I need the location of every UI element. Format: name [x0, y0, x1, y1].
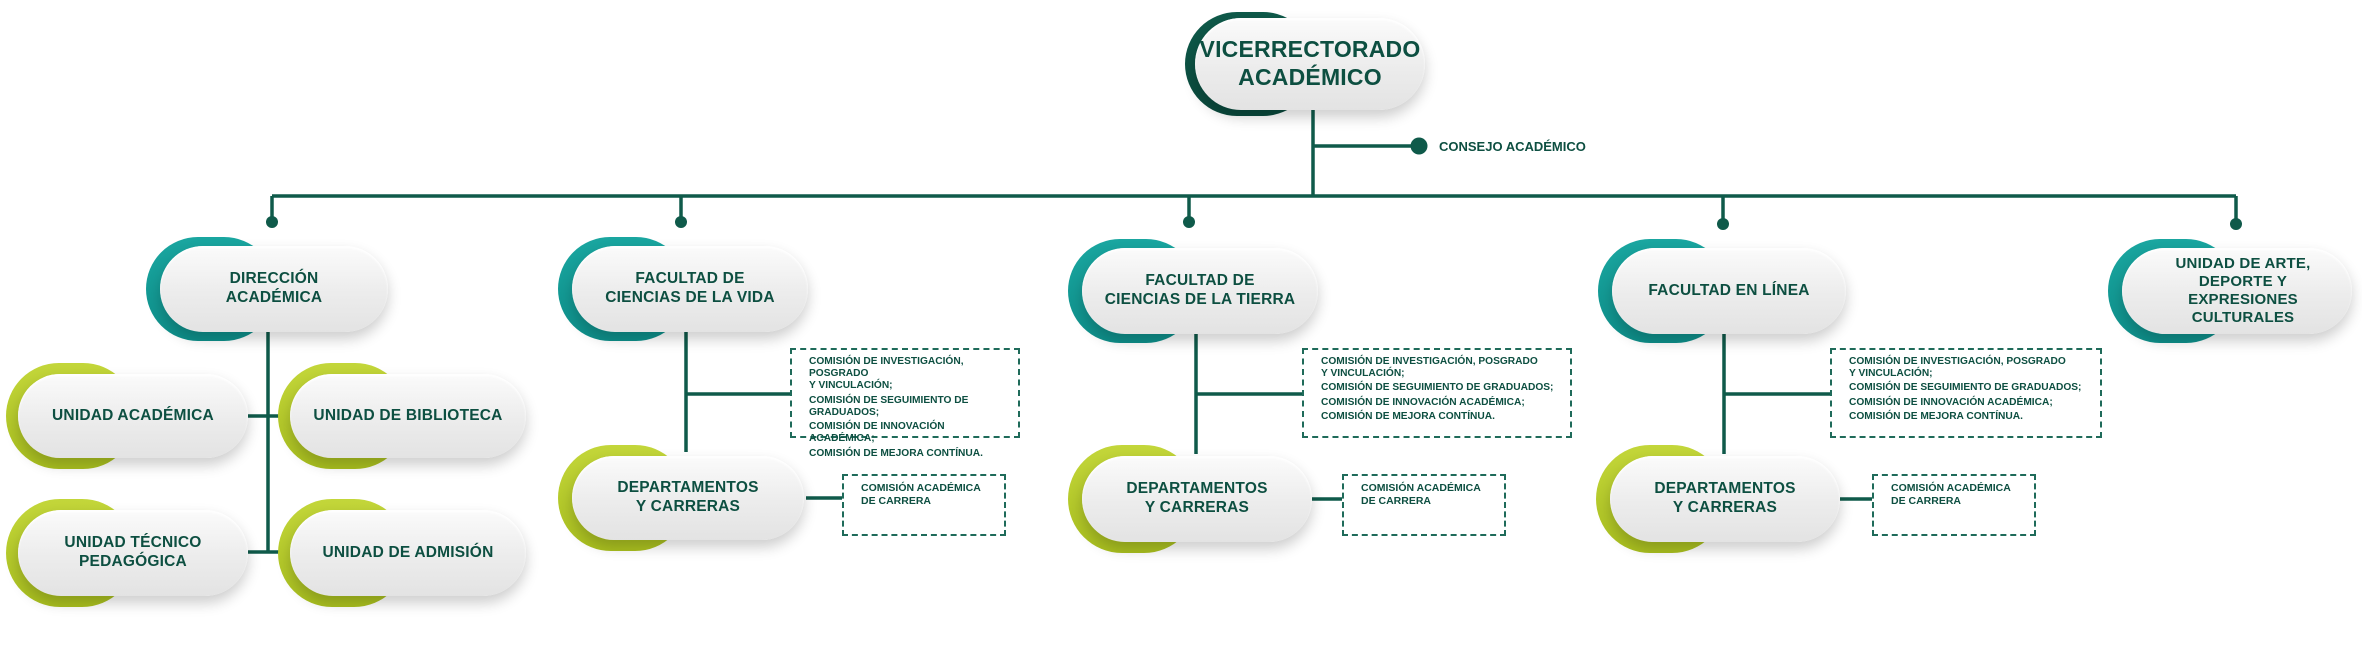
career-commission-text: COMISIÓN ACADÉMICA DE CARRERA [1891, 482, 2011, 507]
commission-item: COMISIÓN DE MEJORA CONTÍNUA. [1321, 410, 1495, 422]
node-pill: UNIDAD TÉCNICO PEDAGÓGICA [18, 510, 248, 596]
career-commission-text: COMISIÓN ACADÉMICA DE CARRERA [1361, 482, 1481, 507]
unidad-tecnico-title: UNIDAD TÉCNICO PEDAGÓGICA [64, 534, 202, 570]
node-linea-departamentos: DEPARTAMENTOS Y CARRERAS [1596, 445, 1840, 553]
commission-item: COMISIÓN DE MEJORA CONTÍNUA. [1849, 410, 2023, 422]
facultad-tierra-title: FACULTAD DE CIENCIAS DE LA TIERRA [1104, 272, 1296, 308]
node-pill: DEPARTAMENTOS Y CARRERAS [572, 456, 804, 540]
tierra-commissions-box: COMISIÓN DE INVESTIGACIÓN, POSGRADO Y VI… [1302, 348, 1572, 438]
commission-item: COMISIÓN DE INVESTIGACIÓN, POSGRADO Y VI… [809, 356, 964, 392]
commission-item: COMISIÓN DE INNOVACIÓN ACADÉMICA; [1849, 396, 2053, 408]
connector-dots [266, 137, 2242, 230]
unidad-admision-title: UNIDAD DE ADMISIÓN [322, 543, 494, 561]
node-pill: VICERRECTORADO ACADÉMICO [1195, 18, 1425, 110]
node-pill: UNIDAD ACADÉMICA [18, 374, 248, 458]
node-pill: DEPARTAMENTOS Y CARRERAS [1610, 456, 1840, 542]
node-unidad-tecnico-pedagogica: UNIDAD TÉCNICO PEDAGÓGICA [6, 499, 248, 607]
direccion-title: DIRECCIÓN ACADÉMICA [225, 270, 323, 306]
unidad-biblioteca-title: UNIDAD DE BIBLIOTECA [313, 406, 503, 424]
career-commission-text: COMISIÓN ACADÉMICA DE CARRERA [861, 482, 981, 507]
vida-commissions-box: COMISIÓN DE INVESTIGACIÓN, POSGRADO Y VI… [790, 348, 1020, 459]
node-pill: FACULTAD EN LÍNEA [1612, 248, 1846, 334]
facultad-linea-title: FACULTAD EN LÍNEA [1648, 281, 1810, 299]
node-pill: DEPARTAMENTOS Y CARRERAS [1082, 456, 1312, 542]
commission-item: COMISIÓN DE INVESTIGACIÓN, POSGRADO Y VI… [1321, 356, 1538, 380]
node-facultad-tierra: FACULTAD DE CIENCIAS DE LA TIERRA [1068, 239, 1318, 343]
node-unidad-admision: UNIDAD DE ADMISIÓN [278, 499, 526, 607]
dot-linea [1717, 218, 1729, 230]
node-vida-departamentos: DEPARTAMENTOS Y CARRERAS [558, 445, 804, 551]
node-pill: DIRECCIÓN ACADÉMICA [160, 246, 388, 332]
commission-item: COMISIÓN DE MEJORA CONTÍNUA. [809, 447, 983, 459]
node-pill: UNIDAD DE ARTE, DEPORTE Y EXPRESIONES CU… [2122, 248, 2352, 334]
vicerrectorado-title: VICERRECTORADO ACADÉMICO [1199, 36, 1421, 90]
node-facultad-vida: FACULTAD DE CIENCIAS DE LA VIDA [558, 237, 808, 341]
node-direccion-academica: DIRECCIÓN ACADÉMICA [146, 237, 388, 341]
node-facultad-linea: FACULTAD EN LÍNEA [1598, 239, 1846, 343]
linea-commissions-box: COMISIÓN DE INVESTIGACIÓN, POSGRADO Y VI… [1830, 348, 2102, 438]
node-pill: UNIDAD DE ADMISIÓN [290, 510, 526, 596]
commission-item: COMISIÓN DE SEGUIMIENTO DE GRADUADOS; [809, 394, 969, 418]
commission-item: COMISIÓN DE INNOVACIÓN ACADÉMICA; [1321, 396, 1525, 408]
node-pill: FACULTAD DE CIENCIAS DE LA VIDA [572, 246, 808, 332]
dot-tierra [1183, 216, 1195, 228]
linea-departamentos-title: DEPARTAMENTOS Y CARRERAS [1654, 480, 1796, 516]
unidad-arte-title: UNIDAD DE ARTE, DEPORTE Y EXPRESIONES CU… [2175, 255, 2311, 326]
connector-group [248, 108, 2238, 554]
dot-direccion [266, 216, 278, 228]
linea-career-commission-box: COMISIÓN ACADÉMICA DE CARRERA [1872, 474, 2036, 536]
vida-career-commission-box: COMISIÓN ACADÉMICA DE CARRERA [842, 474, 1006, 536]
node-unidad-academica: UNIDAD ACADÉMICA [6, 363, 248, 469]
consejo-academico-label: CONSEJO ACADÉMICO [1439, 139, 1586, 154]
commission-item: COMISIÓN DE INNOVACIÓN ACADÉMICA; [809, 421, 945, 445]
node-unidad-biblioteca: UNIDAD DE BIBLIOTECA [278, 363, 526, 469]
commission-item: COMISIÓN DE SEGUIMIENTO DE GRADUADOS; [1321, 382, 1554, 394]
tierra-departamentos-title: DEPARTAMENTOS Y CARRERAS [1126, 480, 1268, 516]
node-pill: UNIDAD DE BIBLIOTECA [290, 374, 526, 458]
facultad-vida-title: FACULTAD DE CIENCIAS DE LA VIDA [605, 270, 775, 306]
consejo-dot [1410, 137, 1428, 155]
node-tierra-departamentos: DEPARTAMENTOS Y CARRERAS [1068, 445, 1312, 553]
vida-departamentos-title: DEPARTAMENTOS Y CARRERAS [617, 479, 759, 515]
unidad-academica-title: UNIDAD ACADÉMICA [52, 406, 214, 424]
commission-item: COMISIÓN DE SEGUIMIENTO DE GRADUADOS; [1849, 382, 2082, 394]
dot-arte [2230, 218, 2242, 230]
tierra-career-commission-box: COMISIÓN ACADÉMICA DE CARRERA [1342, 474, 1506, 536]
node-pill: FACULTAD DE CIENCIAS DE LA TIERRA [1082, 248, 1318, 334]
node-unidad-arte: UNIDAD DE ARTE, DEPORTE Y EXPRESIONES CU… [2108, 239, 2352, 343]
commission-item: COMISIÓN DE INVESTIGACIÓN, POSGRADO Y VI… [1849, 356, 2066, 380]
dot-vida [675, 216, 687, 228]
node-vicerrectorado: VICERRECTORADO ACADÉMICO [1185, 12, 1425, 116]
